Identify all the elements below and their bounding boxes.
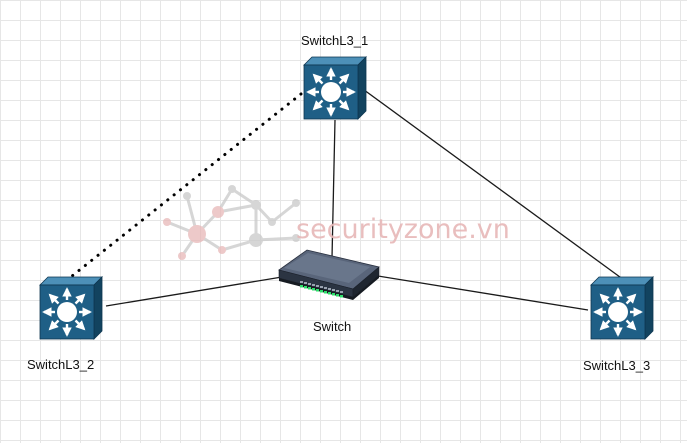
switchl3-3-label: SwitchL3_3: [583, 358, 651, 373]
watermark-text: securityzone.vn: [296, 214, 510, 245]
watermark-logo: [163, 185, 300, 260]
link-l3-1-to-l3-3: [359, 86, 625, 281]
switch-label: Switch: [313, 319, 352, 334]
link-l3-2-to-switch: [105, 276, 283, 307]
connections: [70, 86, 625, 311]
layer3-switch-icon-1[interactable]: [304, 57, 366, 119]
switchl3-1-label: SwitchL3_1: [301, 33, 369, 48]
link-l3-1-to-l3-2: [70, 92, 303, 278]
layer3-switch-icon-3[interactable]: [591, 277, 653, 339]
link-switch-to-l3-3: [377, 275, 589, 311]
layer3-switch-icon-2[interactable]: [40, 277, 102, 339]
switch-icon[interactable]: [278, 249, 380, 300]
link-l3-1-to-switch: [331, 119, 336, 259]
switchl3-2-label: SwitchL3_2: [27, 357, 95, 372]
